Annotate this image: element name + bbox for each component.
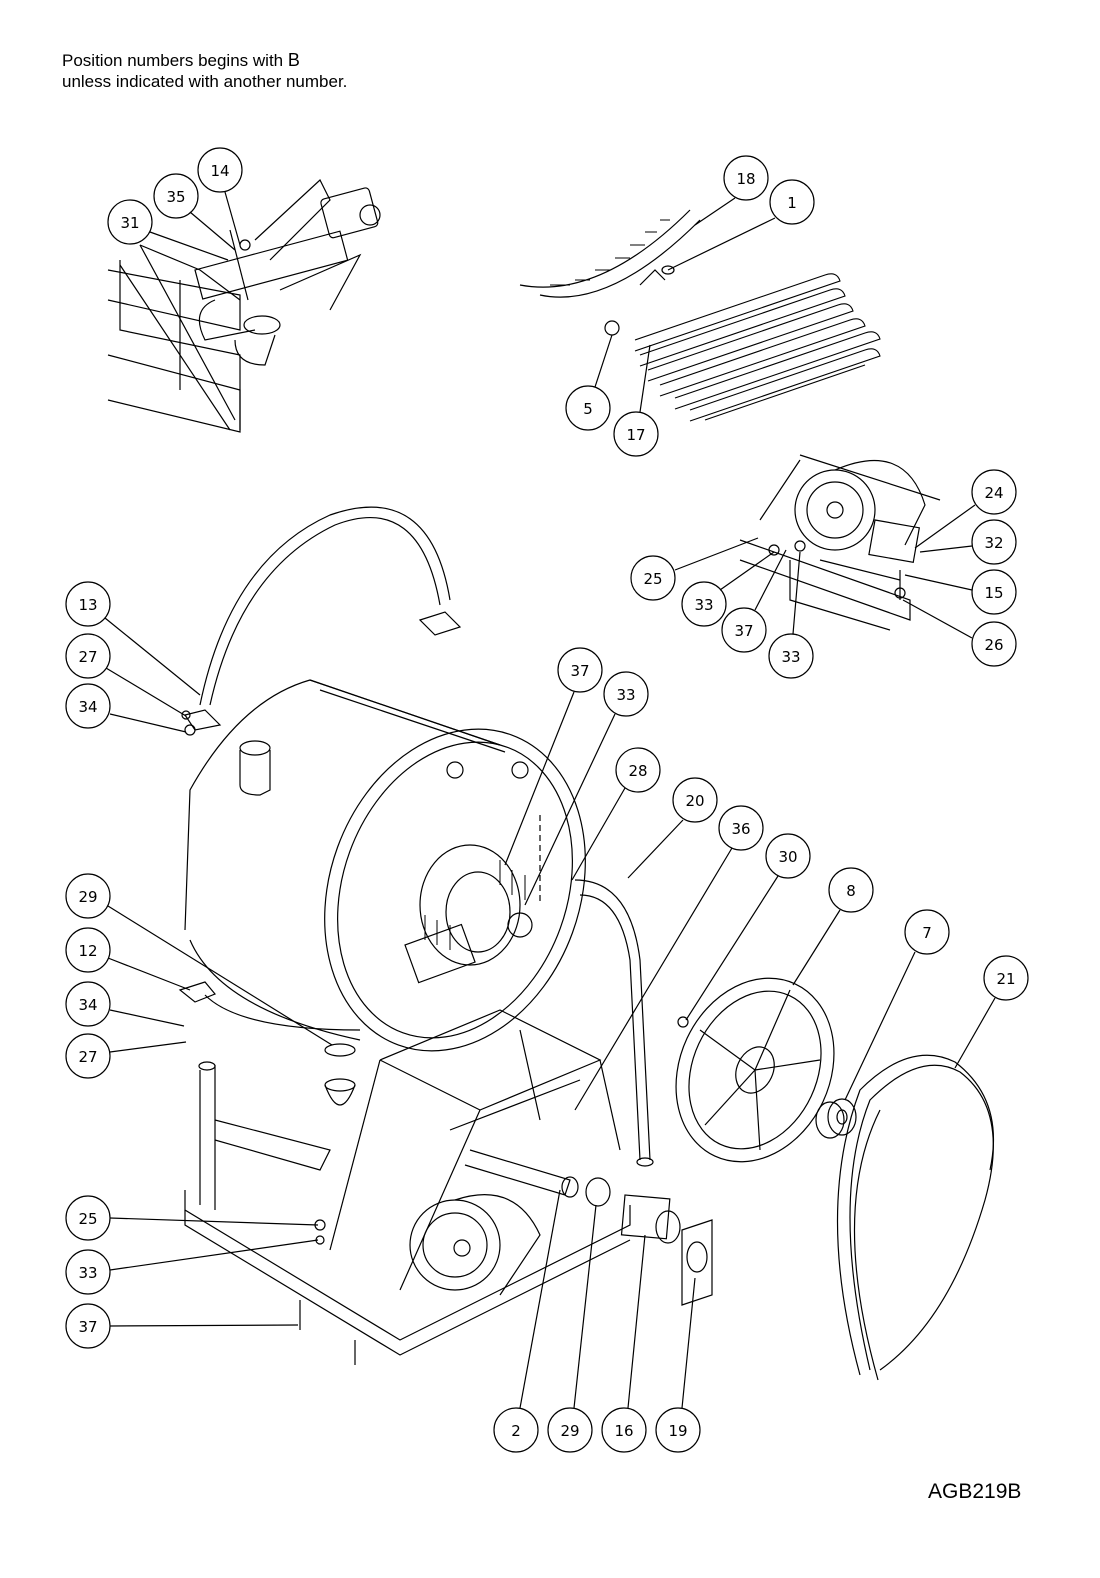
drum-assembly	[184, 679, 586, 1052]
position-note-line1: Position numbers begins with B	[62, 50, 300, 70]
callout-16: 16	[601, 1234, 647, 1453]
svg-text:7: 7	[922, 924, 932, 942]
svg-text:29: 29	[78, 888, 97, 906]
drive-pulley	[675, 977, 835, 1163]
callout-14: 14	[197, 147, 243, 246]
svg-text:37: 37	[570, 662, 589, 680]
svg-text:32: 32	[984, 534, 1003, 552]
callout-33-b: 33	[768, 551, 814, 679]
callout-25-low: 25	[65, 1195, 319, 1241]
callout-28: 28	[571, 747, 661, 881]
svg-text:24: 24	[984, 484, 1003, 502]
svg-text:25: 25	[78, 1210, 97, 1228]
callout-20: 20	[627, 777, 718, 879]
callout-17: 17	[613, 344, 659, 457]
svg-text:33: 33	[616, 686, 635, 704]
svg-text:8: 8	[846, 882, 856, 900]
callout-33-a: 33	[681, 551, 775, 627]
svg-text:27: 27	[78, 648, 97, 666]
detail-motor-bracket	[739, 454, 941, 631]
drawing-id: AGB219B	[928, 1480, 1022, 1503]
svg-text:2: 2	[511, 1422, 521, 1440]
svg-text:18: 18	[736, 170, 755, 188]
callout-26: 26	[902, 599, 1017, 667]
svg-text:26: 26	[984, 636, 1003, 654]
svg-text:36: 36	[731, 820, 750, 838]
callout-37-low: 37	[65, 1303, 299, 1349]
position-note-line2: unless indicated with another number.	[62, 72, 348, 91]
callout-29-left: 29	[65, 873, 333, 1046]
svg-text:35: 35	[166, 188, 185, 206]
svg-text:31: 31	[120, 214, 139, 232]
svg-text:14: 14	[210, 162, 229, 180]
svg-text:13: 13	[78, 596, 97, 614]
callout-19: 19	[655, 1277, 701, 1453]
callout-31: 31	[107, 199, 229, 261]
callout-15: 15	[904, 569, 1017, 615]
svg-text:37: 37	[78, 1318, 97, 1336]
callout-18: 18	[694, 155, 769, 226]
svg-text:5: 5	[583, 400, 593, 418]
svg-text:30: 30	[778, 848, 797, 866]
pulley-spacer	[815, 1098, 857, 1139]
position-letter: B	[287, 50, 300, 70]
svg-text:34: 34	[78, 698, 97, 716]
svg-text:17: 17	[626, 426, 645, 444]
svg-text:34: 34	[78, 996, 97, 1014]
machine-frame	[184, 1009, 713, 1365]
svg-text:15: 15	[984, 584, 1003, 602]
svg-text:25: 25	[643, 570, 662, 588]
callout-33-mid: 33	[524, 671, 649, 906]
callout-37-top: 37	[721, 549, 787, 653]
callout-37-mid: 37	[504, 647, 603, 866]
callout-21: 21	[954, 955, 1029, 1069]
callout-1: 1	[667, 179, 815, 271]
svg-text:37: 37	[734, 622, 753, 640]
drum-strap	[181, 506, 462, 736]
callout-36: 36	[574, 805, 764, 1111]
svg-text:28: 28	[628, 762, 647, 780]
detail-heating-elements	[519, 209, 881, 422]
callout-32: 32	[919, 519, 1017, 565]
callout-29-bottom: 29	[547, 1204, 597, 1453]
callout-8: 8	[792, 867, 874, 986]
callout-34-low: 34	[65, 981, 185, 1027]
callout-5: 5	[565, 334, 613, 431]
callout-33-low: 33	[65, 1239, 319, 1295]
callout-34-top: 34	[65, 683, 187, 733]
position-note: Position numbers begins with B unless in…	[62, 50, 347, 92]
callout-2: 2	[493, 1189, 561, 1453]
svg-text:19: 19	[668, 1422, 687, 1440]
callout-27-low: 27	[65, 1033, 187, 1079]
svg-text:33: 33	[781, 648, 800, 666]
callout-24: 24	[914, 469, 1017, 549]
svg-text:1: 1	[787, 194, 797, 212]
callout-25-top: 25	[630, 537, 759, 601]
callout-30: 30	[685, 833, 811, 1021]
svg-text:20: 20	[685, 792, 704, 810]
lower-strap	[178, 981, 361, 1031]
svg-text:27: 27	[78, 1048, 97, 1066]
drain-hose	[574, 879, 654, 1167]
svg-text:33: 33	[694, 596, 713, 614]
svg-text:16: 16	[614, 1422, 633, 1440]
callout-35: 35	[153, 173, 236, 251]
drive-belt	[836, 1054, 995, 1381]
svg-text:29: 29	[560, 1422, 579, 1440]
callout-13: 13	[65, 581, 201, 696]
callout-27-top: 27	[65, 633, 187, 717]
callout-12: 12	[65, 927, 191, 991]
detail-burner-assembly	[107, 179, 381, 433]
svg-text:21: 21	[996, 970, 1015, 988]
callout-bubbles: 14 35 31 18 1 5 17 24 25 32	[65, 147, 1029, 1453]
svg-text:12: 12	[78, 942, 97, 960]
svg-text:33: 33	[78, 1264, 97, 1282]
callout-7: 7	[844, 909, 950, 1101]
